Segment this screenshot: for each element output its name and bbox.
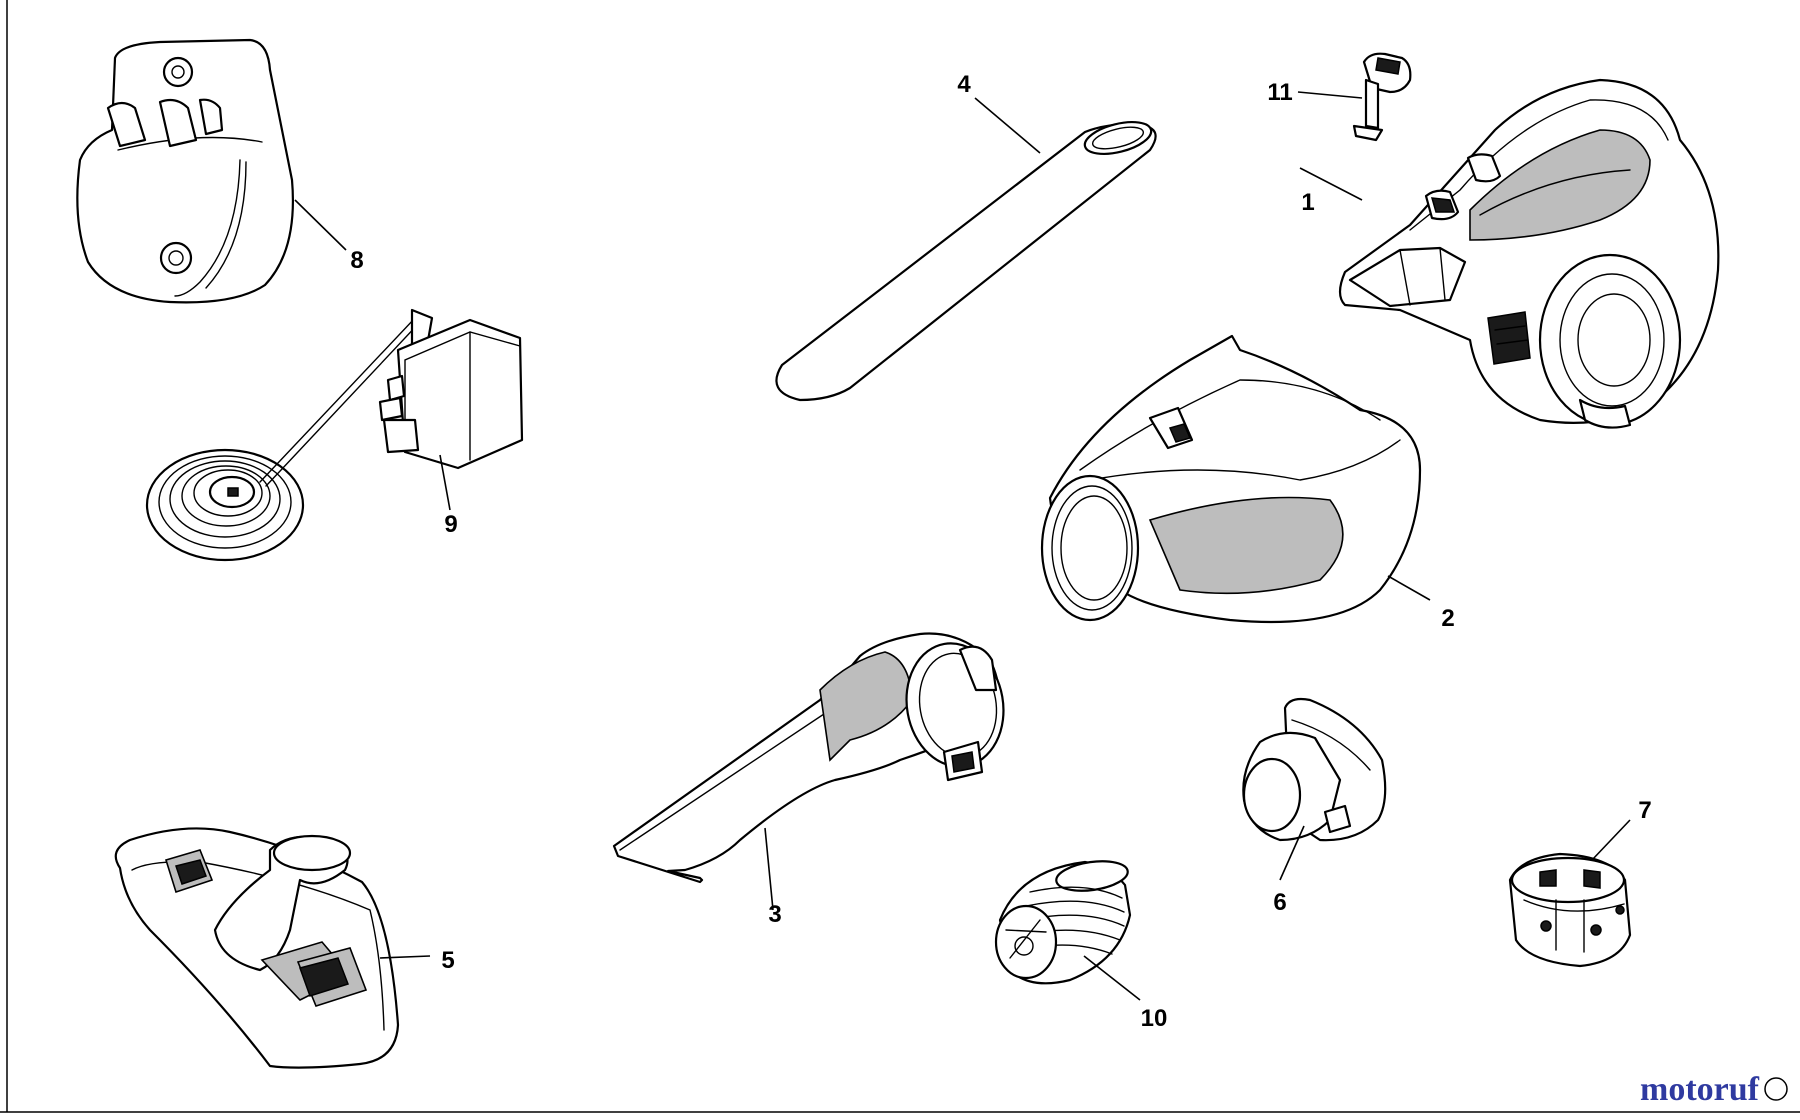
part-9-charger-adapter — [145, 308, 524, 562]
part-7-motor-holder — [1508, 852, 1632, 968]
callout-9: 9 — [444, 511, 457, 538]
callout-4: 4 — [957, 71, 971, 98]
callout-2: 2 — [1441, 605, 1454, 632]
part-11-latch — [1352, 52, 1412, 142]
part-5-charging-base — [114, 827, 400, 1069]
leader-line-9 — [439, 454, 451, 511]
leader-line-3 — [764, 827, 774, 911]
leader-line-8 — [294, 199, 347, 251]
callout-5: 5 — [441, 947, 454, 974]
callout-7: 7 — [1638, 797, 1651, 824]
callout-3: 3 — [768, 901, 781, 928]
leader-line-4 — [974, 97, 1041, 154]
part-6-pre-filter — [1242, 697, 1387, 842]
leader-line-5 — [379, 955, 431, 959]
part-1-vacuum-body — [1338, 78, 1720, 429]
part-8-wall-mount — [76, 38, 294, 304]
watermark-text: motoruf — [1640, 1071, 1760, 1108]
part-4-extension-tube — [775, 121, 1157, 402]
callout-8: 8 — [350, 247, 363, 274]
callout-10: 10 — [1141, 1005, 1168, 1032]
leader-line-10 — [1083, 955, 1141, 1001]
part-2-dust-bowl — [1040, 334, 1422, 624]
leader-line-11 — [1297, 91, 1363, 99]
callout-6: 6 — [1273, 889, 1286, 916]
callout-1: 1 — [1301, 189, 1314, 216]
part-3-crevice-nozzle — [612, 632, 1005, 884]
leader-line-6 — [1279, 825, 1305, 881]
leader-line-1 — [1299, 167, 1363, 201]
callout-11: 11 — [1267, 79, 1292, 106]
leader-line-2 — [1387, 575, 1431, 601]
watermark-seal — [1764, 1077, 1788, 1101]
part-10-filter — [994, 860, 1132, 985]
watermark-logo: motoruf — [1640, 1071, 1788, 1108]
leader-line-7 — [1591, 819, 1631, 861]
